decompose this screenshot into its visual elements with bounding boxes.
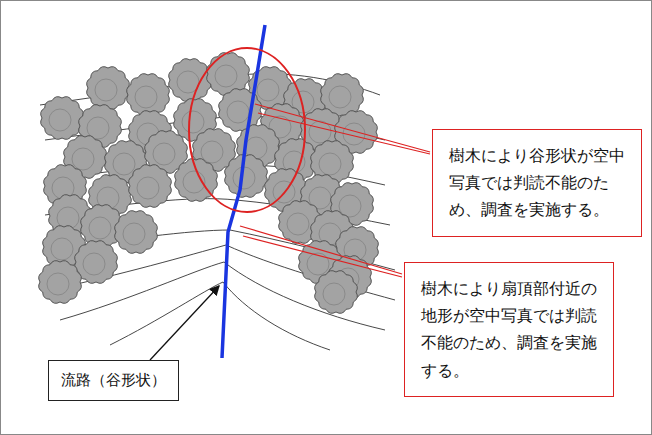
tree-shade xyxy=(113,153,135,175)
tree-shade xyxy=(339,195,361,217)
tree-shade xyxy=(49,109,71,131)
tree-crown xyxy=(169,59,212,102)
label-box: 流路（谷形状） xyxy=(48,360,179,401)
tree-shade xyxy=(135,86,157,108)
tree-crown xyxy=(127,74,170,117)
stream-line xyxy=(222,25,265,358)
tree-shade xyxy=(182,111,204,133)
contour-lines xyxy=(40,74,395,350)
tree-shade xyxy=(215,65,237,87)
survey-ellipse xyxy=(189,48,305,212)
callout-box: 樹木により扇頂部付近の地形が空中写真では判読不能のため、調査を実施する。 xyxy=(404,262,614,397)
box-text: 流路（谷形状） xyxy=(61,370,166,391)
tree-shade xyxy=(329,86,351,108)
tree-shade xyxy=(257,79,279,101)
leader-lines xyxy=(240,104,430,277)
tree-crown xyxy=(41,97,84,140)
tree-shade xyxy=(47,273,69,295)
tree-crown xyxy=(129,165,172,208)
tree-shade xyxy=(319,153,341,175)
arrow-leader xyxy=(150,286,219,360)
tree-shade xyxy=(51,238,73,260)
tree-crown xyxy=(225,155,268,198)
tree-shade xyxy=(137,177,159,199)
tree-shade xyxy=(153,143,175,165)
tree-crown xyxy=(87,67,130,110)
tree-shade xyxy=(287,213,309,235)
tree-crown xyxy=(315,271,358,314)
tree-shade xyxy=(227,101,249,123)
box-text: 樹木により谷形状が空中写真では判読不能のため、調査を実施する。 xyxy=(449,142,625,224)
trees xyxy=(39,53,379,314)
tree-shade xyxy=(307,253,329,275)
tree-shade xyxy=(323,283,345,305)
tree-shade xyxy=(89,217,111,239)
tree-crown xyxy=(115,211,158,254)
callout-box: 樹木により谷形状が空中写真では判読不能のため、調査を実施する。 xyxy=(432,129,642,237)
tree-shade xyxy=(123,223,145,245)
tree-crown xyxy=(39,261,82,304)
tree-shade xyxy=(72,148,94,170)
tree-shade xyxy=(95,79,117,101)
tree-shade xyxy=(83,253,105,275)
tree-shade xyxy=(201,141,223,163)
box-text: 樹木により扇頂部付近の地形が空中写真では判読不能のため、調査を実施する。 xyxy=(421,275,597,384)
